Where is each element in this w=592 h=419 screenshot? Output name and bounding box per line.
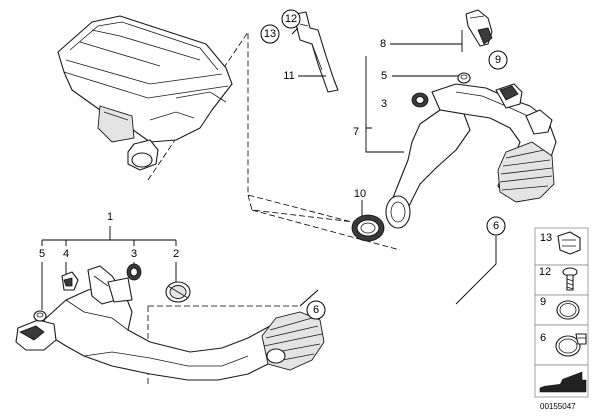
legend-panel: 13 12 9 6 — [534, 227, 589, 398]
callout-12-label: 12 — [285, 13, 297, 25]
intake-duct-upper — [385, 83, 557, 229]
screw-icon — [562, 267, 578, 291]
seal-part-3 — [411, 92, 429, 108]
callout-10-label: 10 — [354, 188, 366, 200]
connector-part-9 — [465, 9, 493, 47]
legend-number-6: 6 — [540, 332, 546, 344]
callout-6-right: 6 — [486, 216, 506, 236]
legend-number-9: 9 — [540, 296, 546, 308]
arrow-indicator-icon — [539, 371, 587, 393]
callout-13-label: 13 — [264, 28, 276, 40]
callout-9: 9 — [488, 50, 508, 70]
air-filter-housing — [57, 15, 233, 171]
hose-clamp-icon — [555, 333, 587, 357]
diagram-id: 00155047 — [540, 402, 576, 411]
legend-cell-12 — [534, 264, 589, 296]
seal-ring-part-10 — [351, 214, 385, 242]
grommet-part-3-lower — [126, 263, 142, 281]
upper-assembly-frame — [147, 30, 355, 223]
callout-2-label: 2 — [173, 248, 179, 260]
callout-9-label: 9 — [495, 54, 501, 66]
grommet-part-5-lower — [33, 310, 47, 322]
callout-13: 13 — [260, 24, 280, 44]
sensor-part-4 — [61, 271, 79, 291]
callout-4-label: 4 — [63, 248, 69, 260]
clip-icon — [557, 231, 581, 255]
intake-duct-lower — [15, 265, 325, 381]
bracket-part — [295, 11, 339, 93]
callout-1-label: 1 — [107, 211, 113, 223]
callout-5-left-label: 5 — [39, 248, 45, 260]
callout-3-left-label: 3 — [131, 248, 137, 260]
right-assembly-dash — [251, 209, 401, 251]
callout-6-left: 6 — [306, 300, 326, 320]
callout-5-top-label: 5 — [381, 70, 387, 82]
callout-7-label: 7 — [353, 126, 359, 138]
callout-8-label: 8 — [380, 38, 386, 50]
callout-12: 12 — [281, 9, 301, 29]
leader-lines — [41, 27, 497, 310]
callout-3-top-label: 3 — [381, 98, 387, 110]
o-ring-icon — [556, 300, 580, 320]
legend-number-13: 13 — [540, 232, 552, 244]
legend-number-12: 12 — [539, 266, 551, 278]
callout-6-left-label: 6 — [313, 304, 319, 316]
callout-11-label: 11 — [283, 70, 294, 82]
plug-part-2 — [165, 281, 191, 303]
callout-6-right-label: 6 — [493, 220, 499, 232]
grommet-part-5 — [457, 72, 471, 84]
